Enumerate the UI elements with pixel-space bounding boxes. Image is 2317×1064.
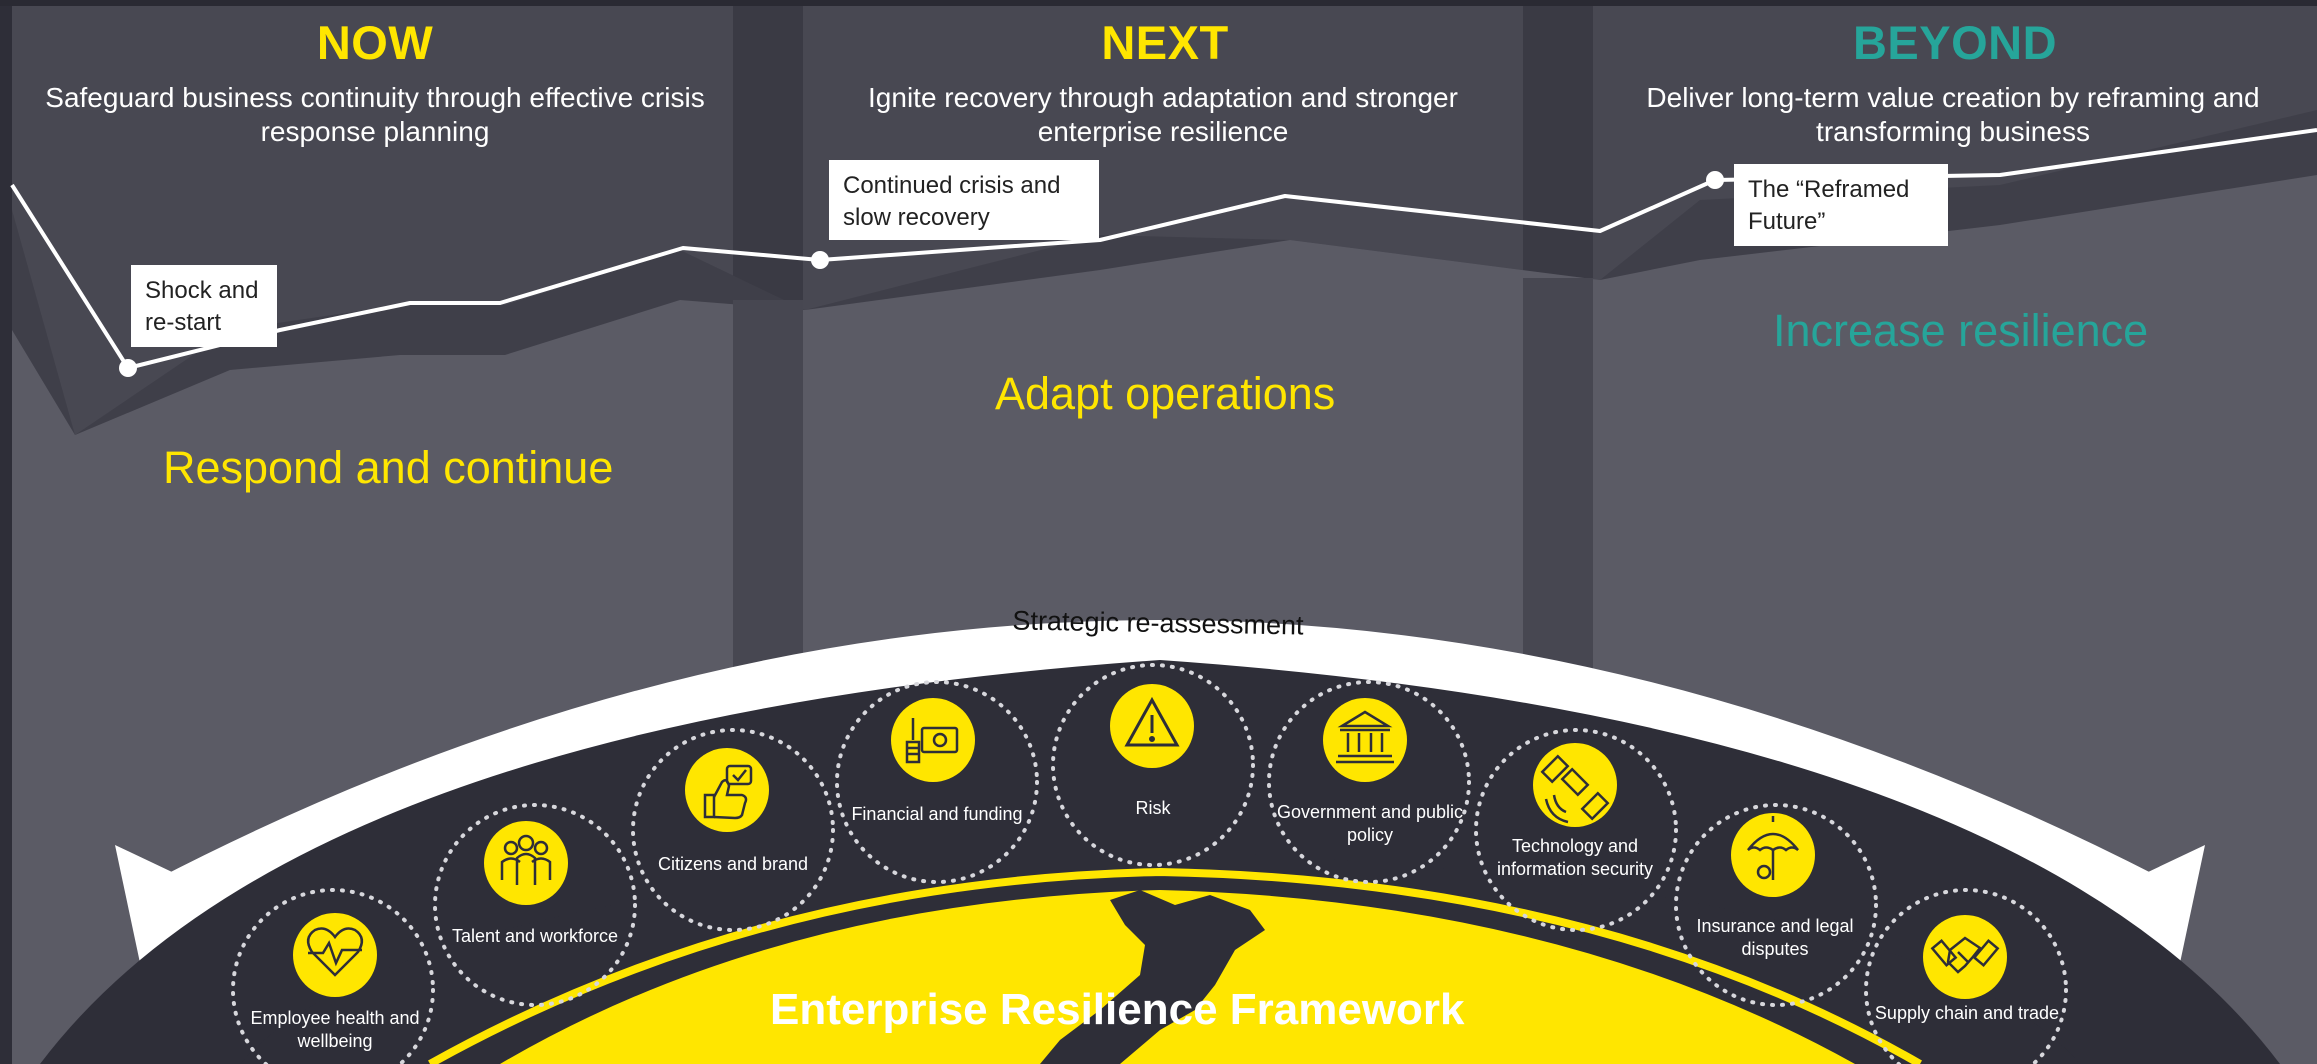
next-phase-label: Adapt operations — [995, 368, 1336, 419]
strategic-arc — [145, 620, 2175, 962]
beyond-subtitle: Deliver long-term value creation by refr… — [1646, 82, 2260, 147]
framework-title: Enterprise Resilience Framework — [770, 985, 1465, 1034]
arrow-left-head — [115, 845, 210, 1010]
risk-rings — [231, 663, 2068, 1064]
now-title: NOW — [316, 16, 434, 69]
risk-label-technology: Technology and information security — [1496, 836, 1654, 879]
risk-label-government: Government and public policy — [1276, 802, 1464, 845]
people-icon — [500, 834, 552, 885]
warning-icon — [1124, 696, 1180, 747]
risk-label-insurance: Insurance and legal disputes — [1696, 916, 1854, 959]
risk-label-financial: Financial and funding — [851, 804, 1023, 824]
arrow-right-head — [2110, 845, 2205, 1010]
beyond-phase-label: Increase resilience — [1773, 305, 2149, 356]
thumbs-up-icon — [703, 764, 753, 820]
beyond-title: BEYOND — [1852, 16, 2058, 69]
trend-point-continued — [811, 251, 829, 269]
heart-pulse-icon — [306, 927, 364, 977]
government-building-icon — [1336, 710, 1394, 764]
risk-label-employee-health: Employee health and wellbeing — [250, 1008, 420, 1051]
money-icon — [905, 718, 959, 764]
callout-continued: Continued crisis and slow recovery — [829, 160, 1099, 240]
globe-continent — [1040, 890, 1265, 1064]
now-phase-label: Respond and continue — [163, 442, 614, 493]
risk-label-supply-chain: Supply chain and trade — [1874, 1003, 2060, 1023]
umbrella-icon — [1747, 816, 1799, 880]
next-subtitle: Ignite recovery through adaptation and s… — [868, 82, 1458, 147]
globe-rim — [428, 867, 1922, 1064]
next-title: NEXT — [1101, 16, 1229, 69]
risk-label-citizens: Citizens and brand — [657, 854, 809, 874]
now-subtitle: Safeguard business continuity through ef… — [45, 82, 705, 147]
trend-point-reframed — [1706, 171, 1724, 189]
handshake-icon — [1930, 936, 2000, 974]
trend-point-shock — [119, 359, 137, 377]
callout-reframed: The “Reframed Future” — [1734, 164, 1948, 246]
risk-label-talent: Talent and workforce — [451, 926, 619, 946]
callout-shock: Shock and re-start — [131, 265, 277, 347]
risk-label-risk: Risk — [1135, 798, 1171, 818]
satellite-icon — [1540, 754, 1610, 824]
